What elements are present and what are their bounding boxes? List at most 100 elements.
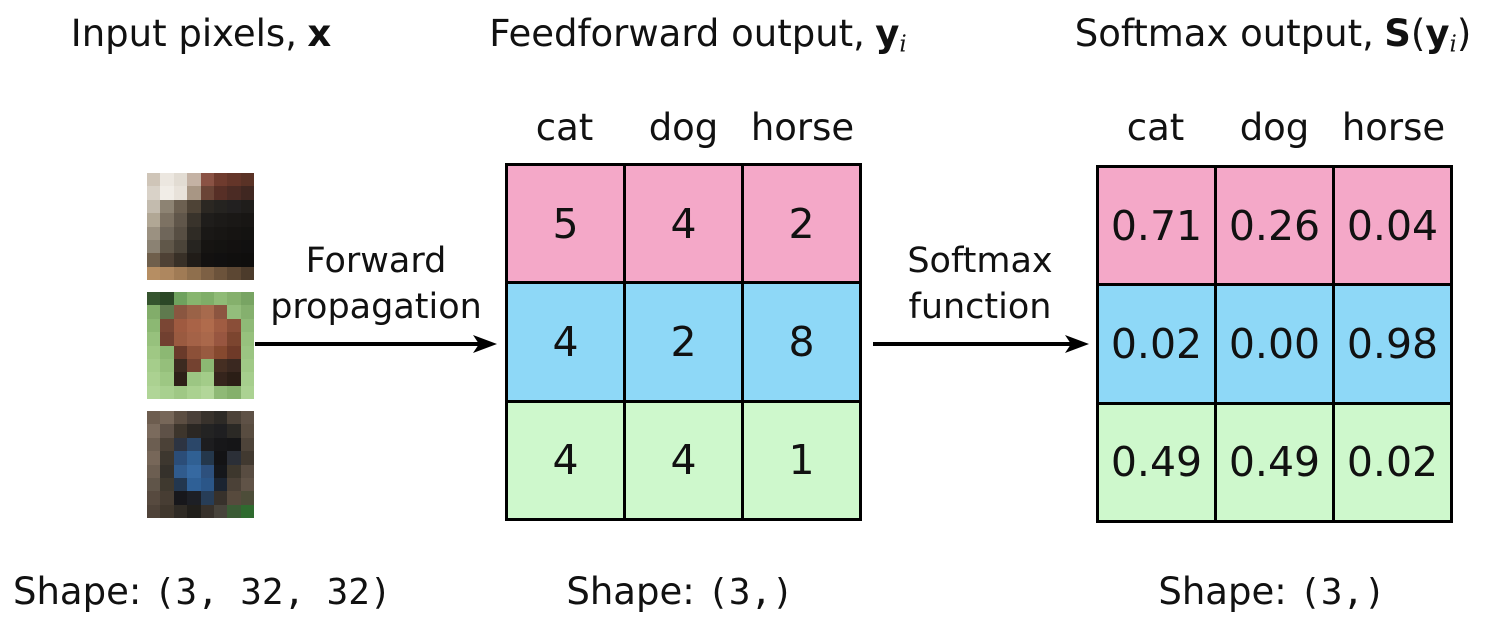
pixel [187,239,201,254]
pixel [200,477,214,492]
pixel [213,332,228,346]
pixel [227,411,241,425]
pixel [173,239,188,254]
softmax-title-paren-open: ( [1410,12,1426,55]
pixel [240,292,254,306]
pixel [213,504,228,518]
pixel [147,477,161,492]
pixel [173,491,188,505]
pixel [200,464,214,478]
column-header-dog: dog [648,106,719,149]
pixel [160,292,174,306]
pixel [227,451,241,465]
matrix-cell: 4 [508,402,623,518]
pixel [160,437,174,452]
pixel [227,173,241,187]
pixel [160,173,174,187]
pixel [147,385,161,399]
pixel [160,199,174,214]
pixel [200,411,214,425]
pixel [213,173,228,187]
matrix-cell: 0.00 [1217,286,1332,402]
pixel [173,292,188,306]
matrix-cell: 4 [626,402,741,518]
pixel [240,451,254,465]
pixel [240,186,254,200]
pixel [147,213,161,227]
pixel [213,372,228,386]
softmax-output-title: Softmax output,S(yi) [1023,12,1486,58]
pixel [173,213,188,227]
pixel [200,358,214,373]
pixel [213,411,228,425]
pixel [147,411,161,425]
pixel [200,318,214,333]
pixel [187,332,201,346]
pixel [160,411,174,425]
matrix-cell: 0.02 [1335,404,1450,520]
pixel [213,305,228,319]
pixel [213,226,228,240]
pixel [173,451,188,465]
pixel [173,305,188,319]
pixel [160,226,174,240]
pixel [200,385,214,399]
pixel [227,305,241,319]
cat-image [147,173,254,280]
pixel [227,318,241,333]
pixel [147,437,161,452]
softmax-function-arrow-icon [873,335,1089,353]
matrix-cell: 0.49 [1099,404,1214,520]
pixel [147,226,161,240]
pixel [240,491,254,505]
pixel [240,504,254,518]
softmax-title-text: Softmax output, [1074,12,1374,55]
pixel [200,424,214,438]
pixel [187,491,201,505]
pixel [227,253,241,267]
pixel [240,239,254,254]
feedforward-shape-label: Shape:(3,) [566,570,794,613]
softmax-title-paren-close: ) [1456,12,1472,55]
pixel [147,451,161,465]
pixel [227,226,241,240]
pixel [147,239,161,254]
feedforward-title-text: Feedforward output, [489,12,865,55]
matrix-cell: 4 [626,166,741,282]
column-header-dog: dog [1239,106,1310,149]
pixel [240,173,254,187]
pixel [187,385,201,399]
pixel [227,477,241,492]
pixel [147,504,161,518]
pixel [160,239,174,254]
pixel [200,213,214,227]
pixel [213,266,228,280]
pixel [213,318,228,333]
pixel [187,318,201,333]
pixel [240,477,254,492]
softmax-title-vector-symbol: y [1425,12,1450,55]
pixel [173,504,188,518]
pixel [200,186,214,200]
column-header-horse: horse [1341,106,1446,149]
pixel [200,305,214,319]
pixel [160,213,174,227]
pixel [187,372,201,386]
pixel [147,253,161,267]
pixel [173,332,188,346]
pixel [173,226,188,240]
pixel [147,292,161,306]
pixel [200,451,214,465]
softmax-matrix: 0.71 0.26 0.04 0.02 0.00 0.98 0.49 0.49 … [1096,165,1453,523]
dog-image [147,411,254,518]
softmax-column-headers: cat dog horse [1096,96,1453,146]
pixel [187,292,201,306]
pixel [187,213,201,227]
pixel [227,332,241,346]
pixel [213,464,228,478]
pixel [227,239,241,254]
column-header-cat: cat [535,106,594,149]
pixel [200,491,214,505]
pixel [240,332,254,346]
pixel [173,173,188,187]
